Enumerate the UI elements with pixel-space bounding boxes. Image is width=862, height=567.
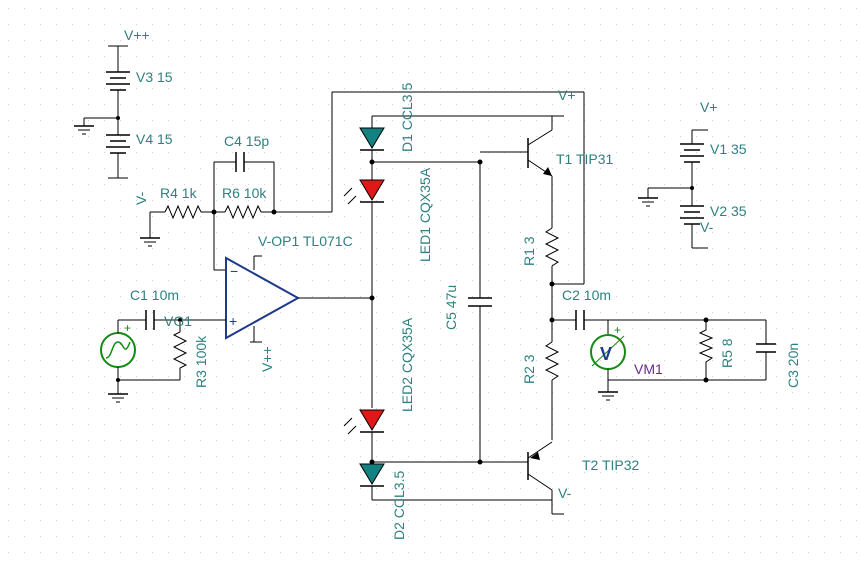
- load-network: + V: [590, 317, 776, 401]
- opamp-symbol: − +: [212, 255, 372, 343]
- svg-text:+: +: [614, 323, 621, 337]
- label-vplus-right: V+: [700, 99, 718, 115]
- label-vpp-top: V++: [124, 27, 150, 43]
- output-stage: [480, 92, 766, 515]
- label-r5: R5 8: [719, 338, 735, 368]
- label-v1: V1 35: [710, 141, 747, 157]
- label-c1: C1 10m: [130, 287, 179, 303]
- label-c5: C5 47u: [443, 285, 459, 330]
- label-c4: C4 15p: [224, 133, 269, 149]
- feedback-network: [140, 152, 332, 271]
- grid: [8, 8, 857, 553]
- label-t1: T1 TIP31: [556, 151, 614, 167]
- label-v2: V2 35: [710, 203, 747, 219]
- label-r4: R4 1k: [160, 185, 198, 201]
- label-c2: C2 10m: [562, 287, 611, 303]
- label-led2: LED2 CQX35A: [399, 317, 415, 412]
- label-vminus-left: V-: [133, 191, 149, 205]
- label-d1: D1 CCL3.5: [399, 83, 415, 152]
- supply-v3-v4: [74, 45, 130, 179]
- label-opamp: V-OP1 TL071C: [258, 233, 353, 249]
- label-vminus-bot: V-: [558, 485, 572, 501]
- svg-text:+: +: [124, 321, 131, 335]
- label-r2: R2 3: [521, 354, 537, 384]
- label-r6: R6 10k: [222, 185, 267, 201]
- input-network: +: [100, 310, 212, 403]
- label-led1: LED1 CQX35A: [417, 167, 433, 262]
- label-c3: C3 20n: [785, 343, 801, 388]
- label-vpp-opamp: V++: [259, 346, 275, 372]
- label-vminus-right: V-: [700, 219, 714, 235]
- label-v4: V4 15: [136, 131, 173, 147]
- label-vplus-top: V+: [558, 87, 576, 103]
- label-r3: R3 100k: [193, 335, 209, 388]
- label-d2: D2 CCL3.5: [391, 471, 407, 540]
- label-r1: R1 3: [521, 236, 537, 266]
- label-v3: V3 15: [136, 69, 173, 85]
- svg-text:−: −: [230, 263, 238, 279]
- label-vg: VG1: [164, 313, 192, 329]
- bias-chain: [331, 91, 584, 501]
- voltmeter-icon: V: [600, 344, 612, 364]
- supply-v1-v2: [638, 129, 708, 249]
- svg-text:+: +: [229, 313, 237, 329]
- signal-source-icon: [105, 341, 131, 359]
- label-t2: T2 TIP32: [582, 457, 640, 473]
- label-vm1: VM1: [634, 361, 663, 377]
